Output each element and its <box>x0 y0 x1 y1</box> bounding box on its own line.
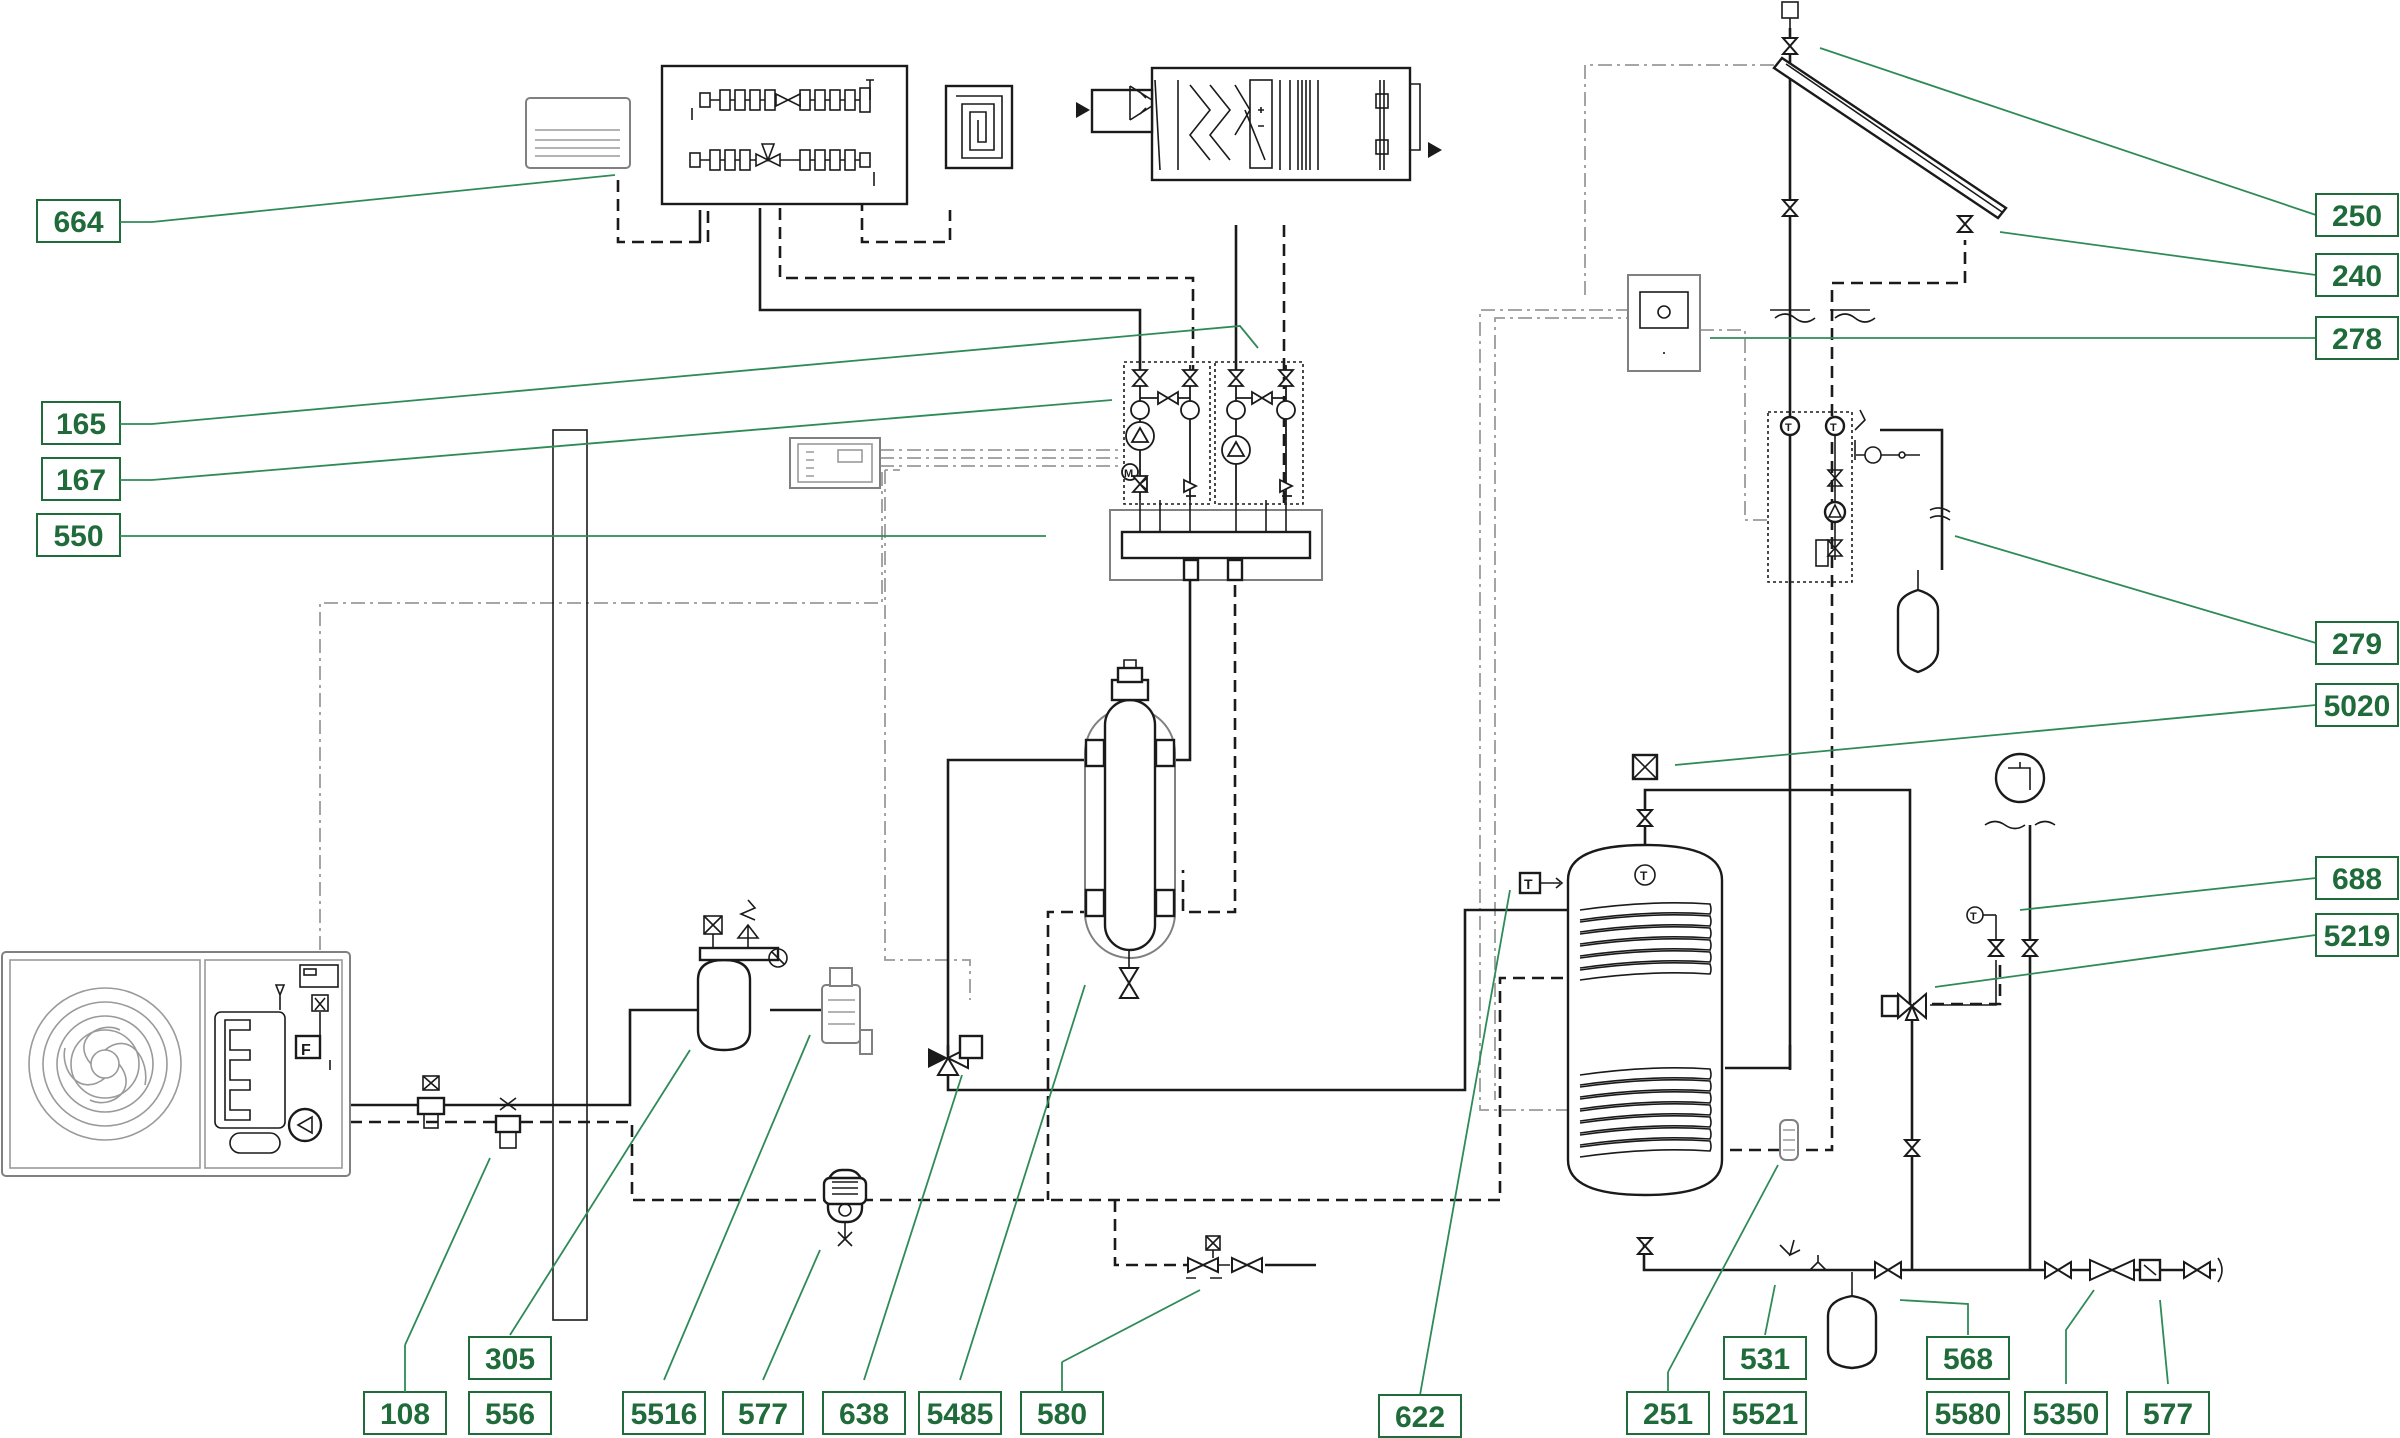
label-556: 556 <box>468 1391 552 1435</box>
label-5516: 5516 <box>622 1391 706 1435</box>
label-5020-text: 5020 <box>2324 690 2391 723</box>
thermometer-symbol-dhw: T <box>1970 911 1977 923</box>
label-278: 278 <box>2315 316 2399 360</box>
thermometer-symbol-tank: T <box>1640 869 1648 883</box>
building-wall <box>552 429 588 1321</box>
label-167-text: 167 <box>56 464 106 497</box>
label-5516-text: 5516 <box>631 1398 698 1431</box>
motor-symbol: M <box>1124 468 1133 480</box>
label-279: 279 <box>2315 621 2399 665</box>
label-108-text: 108 <box>380 1398 430 1431</box>
label-577-right: 577 <box>2126 1391 2210 1435</box>
leader-lines <box>151 47 2317 1396</box>
label-305-text: 305 <box>485 1343 535 1376</box>
flow-switch-symbol: F <box>301 1042 311 1059</box>
label-664-text: 664 <box>53 206 103 239</box>
label-278-text: 278 <box>2332 323 2382 356</box>
heating-controller-550 <box>789 437 881 489</box>
three-way-valve-638 <box>928 1034 984 1076</box>
cold-water-inlet <box>1779 1239 2223 1370</box>
label-5350: 5350 <box>2024 1391 2108 1435</box>
label-664: 664 <box>36 199 152 243</box>
filling-unit-5516 <box>821 967 873 1055</box>
label-5485: 5485 <box>918 1391 1002 1435</box>
label-165-text: 165 <box>56 408 106 441</box>
air-handling-unit <box>1076 66 1442 182</box>
label-240-text: 240 <box>2332 260 2382 293</box>
label-638-text: 638 <box>839 1398 889 1431</box>
heating-pump-groups-165: M <box>1109 361 1323 582</box>
solar-controller-278 <box>1627 274 1701 372</box>
label-5485-text: 5485 <box>927 1398 994 1431</box>
label-550-text: 550 <box>53 520 103 553</box>
label-556-text: 556 <box>485 1398 535 1431</box>
label-580-text: 580 <box>1037 1398 1087 1431</box>
label-5521: 5521 <box>1723 1391 1807 1435</box>
label-boxes: 664 165 167 550 250 240 278 279 5020 688… <box>36 193 2399 1438</box>
label-688-text: 688 <box>2332 863 2382 896</box>
thermometer-symbol-solar-1: T <box>1785 422 1792 434</box>
heat-pump-outdoor-unit: F <box>1 951 351 1177</box>
label-250-text: 250 <box>2332 200 2382 233</box>
label-251-text: 251 <box>1643 1398 1693 1431</box>
label-165: 165 <box>41 401 152 445</box>
return-pipes <box>350 180 2002 1267</box>
label-568-text: 568 <box>1943 1343 1993 1376</box>
label-577-left: 577 <box>722 1391 804 1435</box>
label-5521-text: 5521 <box>1732 1398 1799 1431</box>
label-240: 240 <box>2315 253 2399 297</box>
label-531: 531 <box>1723 1336 1807 1380</box>
label-622-text: 622 <box>1395 1401 1445 1434</box>
label-580: 580 <box>1020 1362 1104 1435</box>
label-577-right-text: 577 <box>2143 1398 2193 1431</box>
dhw-outlet-group: T <box>1880 752 2056 1157</box>
label-5020: 5020 <box>2315 683 2399 727</box>
label-638: 638 <box>822 1391 906 1435</box>
label-5219-text: 5219 <box>2324 920 2391 953</box>
hydraulic-separator-5485 <box>1084 659 1176 999</box>
label-167: 167 <box>41 457 152 501</box>
label-5580: 5580 <box>1926 1391 2010 1435</box>
label-279-text: 279 <box>2332 628 2382 661</box>
label-577-left-text: 577 <box>738 1398 788 1431</box>
label-305: 305 <box>468 1336 552 1380</box>
expansion-tank-305 <box>696 899 788 1052</box>
label-251: 251 <box>1626 1372 1710 1435</box>
thermometer-symbol-sensor: T <box>1524 876 1533 892</box>
label-550: 550 <box>36 513 152 557</box>
solar-pump-station-279: T T <box>1767 409 1951 674</box>
dhw-storage-tank-622: T T <box>1518 753 1799 1255</box>
antifreeze-valve-108 <box>416 1075 522 1149</box>
label-688: 688 <box>2315 856 2399 900</box>
label-108: 108 <box>363 1345 447 1435</box>
label-531-text: 531 <box>1740 1343 1790 1376</box>
label-250: 250 <box>2315 193 2399 237</box>
filling-loop-580 <box>1186 1235 1263 1279</box>
label-5580-text: 5580 <box>1935 1398 2002 1431</box>
solar-collector-240 <box>1770 1 2008 323</box>
control-wiring <box>319 64 1780 1111</box>
thermometer-symbol-solar-2: T <box>1830 422 1837 434</box>
label-5350-text: 5350 <box>2033 1398 2100 1431</box>
label-568: 568 <box>1926 1336 2010 1380</box>
dirt-separator-577 <box>822 1168 868 1247</box>
indoor-units <box>525 64 1014 206</box>
label-622: 622 <box>1378 1394 1462 1438</box>
label-5219: 5219 <box>2315 913 2399 957</box>
